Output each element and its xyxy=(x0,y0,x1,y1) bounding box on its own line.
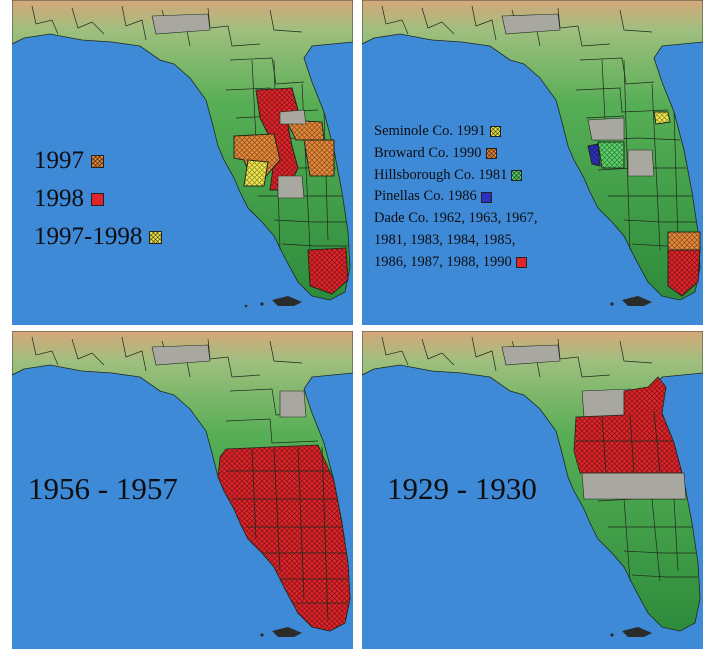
legend-swatch-yellow xyxy=(489,126,501,138)
legend-label: 1997-1998 xyxy=(34,223,143,250)
map-panel-1929-1930: 1929 - 1930 xyxy=(362,331,703,649)
legend-swatch-orange xyxy=(91,154,104,168)
legend-swatch-orange xyxy=(485,147,497,159)
legend: Seminole Co. 1991 Broward Co. 1990 Hills… xyxy=(374,121,538,274)
florida-land xyxy=(12,0,353,301)
legend-item-seminole: Seminole Co. 1991 xyxy=(374,121,538,143)
legend-swatch-red xyxy=(515,256,527,268)
map-panel-1956-1957: 1956 - 1957 xyxy=(12,331,353,649)
legend-item-pinellas: Pinellas Co. 1986 xyxy=(374,186,538,208)
map-panel-county-history: Seminole Co. 1991 Broward Co. 1990 Hills… xyxy=(362,0,703,325)
legend-item-broward: Broward Co. 1990 xyxy=(374,143,538,165)
legend: 1997 1998 1997-1998 xyxy=(34,142,163,256)
legend-item-1998: 1998 xyxy=(34,180,162,218)
legend-label: 1981, 1983, 1984, 1985, xyxy=(374,231,516,248)
legend-label: 1997 xyxy=(34,147,84,174)
legend-item-1997: 1997 xyxy=(34,142,162,180)
florida-map xyxy=(12,331,353,637)
legend-item-dade-2: 1981, 1983, 1984, 1985, xyxy=(374,230,538,252)
legend-item-dade-1: Dade Co. 1962, 1963, 1967, xyxy=(374,208,538,230)
legend-label: 1986, 1987, 1988, 1990 xyxy=(374,253,512,270)
florida-map xyxy=(362,331,703,637)
florida-land xyxy=(362,0,703,301)
legend-label: Seminole Co. 1991 xyxy=(374,123,486,139)
legend-label: Broward Co. 1990 xyxy=(374,144,482,161)
legend-label: Pinellas Co. 1986 xyxy=(374,188,477,205)
legend-item-1997-1998: 1997-1998 xyxy=(34,218,163,256)
map-panel-1997-1998: 1997 1998 1997-1998 xyxy=(12,0,353,325)
legend-swatch-green xyxy=(511,169,523,181)
period-label: 1929 - 1930 xyxy=(387,471,537,506)
legend-swatch-blue xyxy=(480,191,492,203)
florida-map xyxy=(12,0,353,308)
legend-swatch-yellow xyxy=(149,230,163,244)
period-label: 1956 - 1957 xyxy=(28,471,178,506)
legend-label: Hillsborough Co. 1981 xyxy=(374,166,508,183)
legend-label: Dade Co. 1962, 1963, 1967, xyxy=(374,210,538,227)
legend-swatch-red xyxy=(91,192,104,206)
legend-label: 1998 xyxy=(34,185,84,212)
legend-item-hillsborough: Hillsborough Co. 1981 xyxy=(374,165,538,187)
legend-item-dade-3: 1986, 1987, 1988, 1990 xyxy=(374,252,538,274)
florida-map xyxy=(362,0,703,306)
